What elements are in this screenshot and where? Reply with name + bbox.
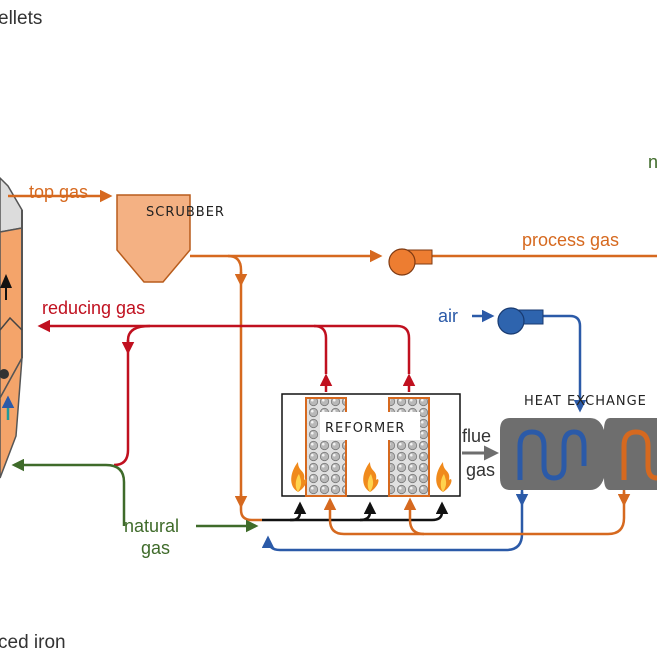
flame-icon-2 [363,462,379,492]
shaft-furnace [0,176,23,479]
reformer [281,393,461,497]
process-gas-blower [388,248,433,276]
burner-manifold [262,501,449,522]
scrubber-bypass-line [227,254,262,522]
heat-exchanger-label: HEAT EXCHANGE [524,394,647,409]
flame-icon-3 [436,462,452,492]
scrubber-label: SCRUBBER [146,205,225,220]
natural-gas-label: gas [141,538,170,558]
preheated-process-gas-return [323,490,631,536]
edge-label: n [648,152,657,172]
process-gas-label: process gas [522,230,619,250]
reducing-gas-label: reducing gas [42,298,145,318]
air-blower [497,307,544,335]
reduced-iron-label: ced iron [0,632,66,653]
natural-label: natural [124,516,179,536]
flue-gas-label: gas [466,460,495,480]
air-label: air [438,306,458,326]
natural-gas-line [11,458,259,533]
flue-label: flue [462,426,491,446]
preheated-air-return [261,490,529,552]
top-gas-label: top gas [29,182,88,202]
flame-icon-1 [291,462,307,492]
reformer-label: REFORMER [325,421,405,436]
reducing-gas-line [37,319,416,467]
heat-exchanger [500,418,657,490]
air-line [472,309,587,413]
pellets-label: ellets [0,8,42,29]
scrubber [116,194,191,283]
